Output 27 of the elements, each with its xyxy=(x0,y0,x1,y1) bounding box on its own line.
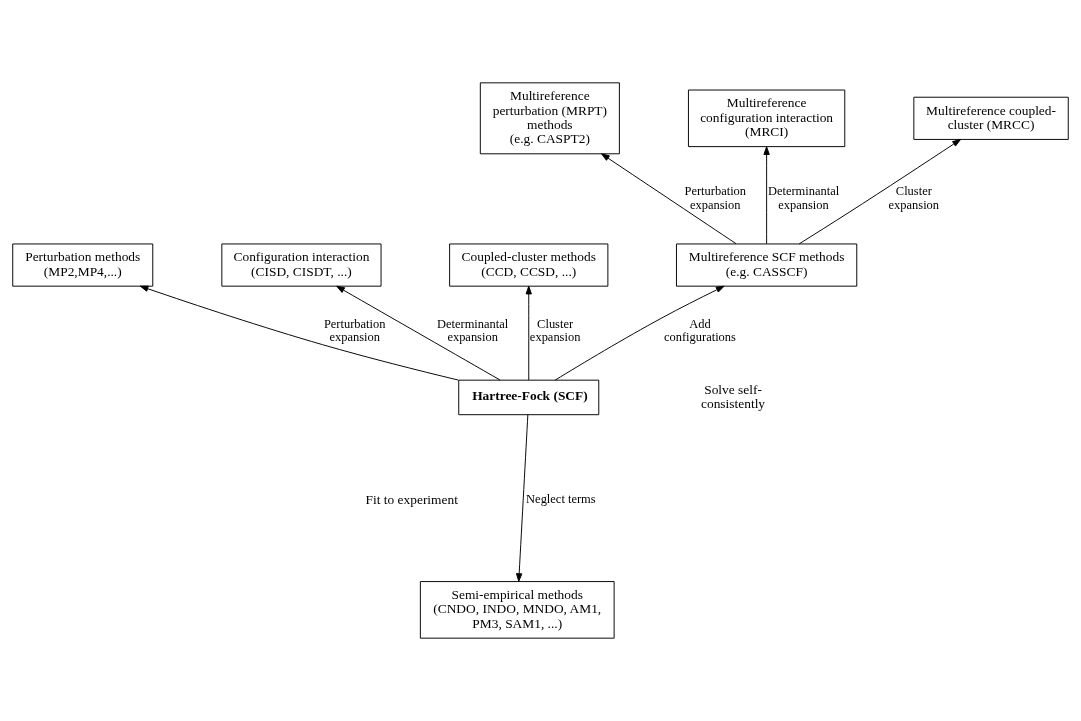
node-box: Perturbation methods (MP2,MP4,...) xyxy=(12,243,154,287)
edge-label: Determinantal expansion xyxy=(437,316,509,345)
edge-label: Determinantal expansion xyxy=(767,184,840,212)
node-box: Configuration interaction (CISD, CISDT, ...) xyxy=(221,243,382,287)
arrow xyxy=(554,285,725,381)
node-box: Multireference coupled-cluster (MRCC) xyxy=(913,96,1069,140)
edge-label: Cluster expansion xyxy=(888,184,940,212)
label: Solve self-consistently xyxy=(701,381,766,412)
arrow xyxy=(601,153,737,245)
node-box: Hartree-Fock (SCF) xyxy=(458,379,600,416)
edge-label: Perturbation expansion xyxy=(323,316,386,345)
node-box: Multireference SCF methods (e.g. CASSCF) xyxy=(675,243,858,287)
edge-label: Neglect terms xyxy=(526,492,596,507)
node-box: Coupled-cluster methods (CCD, CCSD, ...) xyxy=(449,243,609,287)
arrow xyxy=(763,146,770,245)
edge-label: Cluster expansion xyxy=(529,316,581,345)
arrow xyxy=(798,139,961,245)
edge-label: Add configurations xyxy=(663,316,736,345)
arrow xyxy=(139,285,459,381)
node-box: Multireference perturbation (MRPT) methods (e.g. CASPT2) xyxy=(479,82,620,155)
arrow xyxy=(516,414,529,582)
arrow xyxy=(336,285,501,381)
node-box: Semi-empirical methods (CNDO, INDO, MNDO, AM1, PM3, SAM1, ...) xyxy=(419,581,615,639)
arrow xyxy=(525,285,532,381)
label: Fit to experiment xyxy=(365,491,458,507)
edge-label: Perturbation expansion xyxy=(684,184,747,212)
node-box: Multireference configuration interaction (MRCI) xyxy=(687,89,846,148)
